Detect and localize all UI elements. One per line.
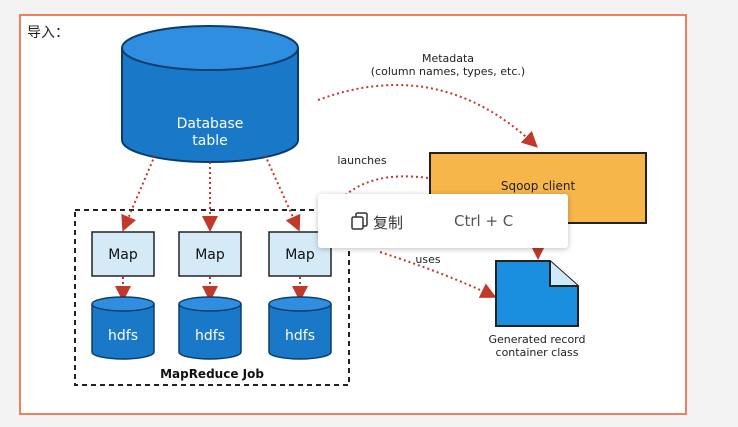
uses-arrow — [379, 251, 497, 298]
sqoop-client-label: Sqoop client — [501, 179, 576, 193]
database-label-line2: table — [192, 133, 227, 149]
hdfs-label-1: hdfs — [108, 328, 138, 344]
hdfs-cylinder-3 — [268, 296, 332, 360]
metadata-label-line2: (column names, types, etc.) — [371, 65, 525, 78]
map-label-3: Map — [285, 247, 315, 263]
record-label-line1: Generated record — [489, 333, 586, 346]
hdfs-cylinder-2 — [178, 296, 242, 360]
database-table-cylinder — [121, 25, 299, 163]
record-document-icon — [495, 260, 579, 327]
uses-label: uses — [415, 253, 440, 266]
launches-label: launches — [337, 154, 387, 167]
hdfs-cylinder-1 — [91, 296, 155, 360]
map-label-1: Map — [108, 247, 138, 263]
map-box-1 — [91, 231, 155, 277]
copy-menu-item[interactable]: 复制 Ctrl + C — [318, 194, 568, 248]
metadata-arrow — [317, 84, 538, 148]
mapreduce-job-frame — [74, 209, 350, 386]
metadata-label-line1: Metadata — [422, 52, 474, 65]
hdfs-label-2: hdfs — [195, 328, 225, 344]
copy-label: 复制 — [373, 214, 404, 232]
map-box-2 — [178, 231, 242, 277]
database-label-line1: Database — [177, 116, 244, 132]
db-to-map3-arrow — [264, 154, 301, 232]
map-label-2: Map — [195, 247, 225, 263]
context-menu: 复制 Ctrl + C — [318, 194, 568, 248]
mapreduce-job-label: MapReduce Job — [160, 367, 264, 381]
copy-icon — [351, 212, 368, 230]
import-heading: 导入： — [27, 25, 69, 41]
db-to-map1-arrow — [121, 154, 156, 232]
hdfs-label-3: hdfs — [285, 328, 315, 344]
record-label-line2: container class — [496, 346, 579, 359]
copy-shortcut: Ctrl + C — [454, 212, 514, 230]
